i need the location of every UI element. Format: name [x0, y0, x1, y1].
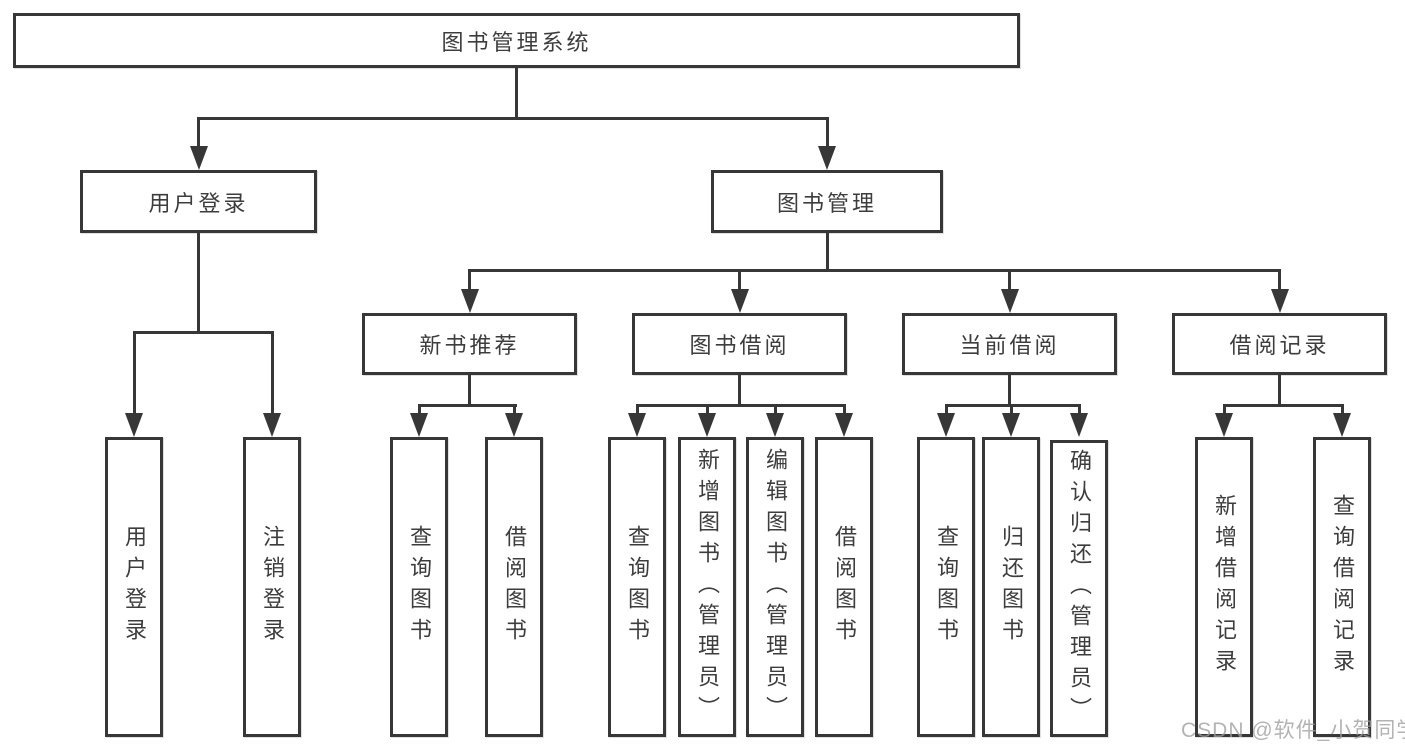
connector-vline	[738, 375, 741, 407]
leaf-borrow-books-recommend: 借阅图书	[485, 437, 543, 737]
arrow-down-icon	[263, 413, 281, 437]
connector-vline	[468, 375, 471, 407]
node-new-book-recommendation: 新书推荐	[362, 313, 577, 375]
leaf-query-books-current: 查询图书	[917, 437, 975, 737]
leaf-label: 查询图书	[625, 525, 650, 649]
connector-vline	[945, 404, 948, 415]
connector-vline	[636, 404, 639, 415]
connector-hline	[636, 404, 846, 407]
connector-hline	[133, 331, 274, 334]
arrow-down-icon	[937, 413, 955, 437]
arrow-down-icon	[1002, 413, 1020, 437]
leaf-label: 确认归还（管理员）	[1067, 449, 1092, 728]
node-label: 借阅记录	[1229, 333, 1330, 358]
connector-vline	[271, 331, 274, 415]
connector-vline	[843, 404, 846, 415]
connector-vline	[1223, 404, 1226, 415]
node-current-borrowing: 当前借阅	[902, 313, 1117, 375]
connector-vline	[1341, 404, 1344, 415]
arrow-down-icon	[731, 289, 749, 313]
connector-vline	[197, 117, 200, 149]
leaf-user-login: 用户登录	[105, 437, 163, 737]
arrow-down-icon	[410, 413, 428, 437]
node-borrowing-records: 借阅记录	[1172, 313, 1387, 375]
node-label: 图书借阅	[689, 333, 790, 358]
connector-hline	[197, 117, 829, 120]
connector-vline	[515, 68, 518, 120]
node-label: 当前借阅	[959, 333, 1060, 358]
leaf-add-books-admin: 新增图书（管理员）	[678, 437, 736, 737]
arrow-down-icon	[1333, 413, 1351, 437]
watermark: CSDN @软件_小贺同学	[1181, 719, 1405, 742]
arrow-down-icon	[1001, 289, 1019, 313]
connector-vline	[1008, 269, 1011, 291]
connector-vline	[418, 404, 421, 415]
leaf-label: 用户登录	[122, 525, 147, 649]
leaf-label: 注销登录	[260, 525, 285, 649]
leaf-confirm-return-admin: 确认归还（管理员）	[1050, 440, 1108, 737]
connector-vline	[826, 117, 829, 149]
leaf-return-books: 归还图书	[982, 437, 1040, 737]
leaf-label: 归还图书	[999, 525, 1024, 649]
connector-vline	[1010, 404, 1013, 415]
leaf-label: 借阅图书	[832, 525, 857, 649]
arrow-down-icon	[1215, 413, 1233, 437]
connector-hline	[1223, 404, 1344, 407]
node-book-borrowing: 图书借阅	[632, 313, 847, 375]
arrow-down-icon	[835, 413, 853, 437]
arrow-down-icon	[766, 413, 784, 437]
leaf-label: 新增借阅记录	[1212, 494, 1237, 680]
connector-vline	[468, 269, 471, 291]
node-label: 用户登录	[148, 190, 249, 216]
leaf-label: 查询图书	[407, 525, 432, 649]
arrow-down-icon	[461, 289, 479, 313]
connector-vline	[738, 269, 741, 291]
arrow-down-icon	[505, 413, 523, 437]
connector-vline	[706, 404, 709, 415]
leaf-label: 借阅图书	[502, 525, 527, 649]
connector-hline	[468, 269, 1281, 272]
connector-vline	[513, 404, 516, 415]
node-library-management-system: 图书管理系统	[13, 13, 1020, 68]
connector-vline	[133, 331, 136, 415]
leaf-borrow-books: 借阅图书	[815, 437, 873, 737]
leaf-label: 新增图书（管理员）	[695, 447, 720, 727]
arrow-down-icon	[698, 413, 716, 437]
connector-vline	[1078, 404, 1081, 415]
leaf-query-books-recommend: 查询图书	[390, 437, 448, 737]
leaf-query-books-borrowing: 查询图书	[608, 437, 666, 737]
leaf-label: 查询图书	[934, 525, 959, 649]
arrow-down-icon	[125, 413, 143, 437]
connector-vline	[1278, 375, 1281, 407]
arrow-down-icon	[818, 146, 836, 170]
connector-vline	[1008, 375, 1011, 407]
leaf-edit-books-admin: 编辑图书（管理员）	[746, 437, 804, 737]
node-label: 图书管理系统	[441, 29, 592, 55]
arrow-down-icon	[1070, 413, 1088, 437]
connector-hline	[418, 404, 517, 407]
leaf-query-borrow-record: 查询借阅记录	[1313, 437, 1371, 737]
arrow-down-icon	[190, 146, 208, 170]
connector-vline	[826, 233, 829, 272]
node-label: 新书推荐	[419, 333, 520, 358]
connector-vline	[1278, 269, 1281, 291]
leaf-logout-login: 注销登录	[243, 437, 301, 737]
arrow-down-icon	[1271, 289, 1289, 313]
node-book-management: 图书管理	[711, 170, 943, 233]
connector-vline	[197, 233, 200, 334]
node-label: 图书管理	[776, 190, 877, 216]
connector-vline	[774, 404, 777, 415]
node-user-login: 用户登录	[80, 170, 317, 233]
leaf-add-borrow-record: 新增借阅记录	[1195, 437, 1253, 737]
leaf-label: 编辑图书（管理员）	[763, 447, 788, 727]
arrow-down-icon	[628, 413, 646, 437]
leaf-label: 查询借阅记录	[1330, 494, 1355, 680]
connector-hline	[945, 404, 1081, 407]
